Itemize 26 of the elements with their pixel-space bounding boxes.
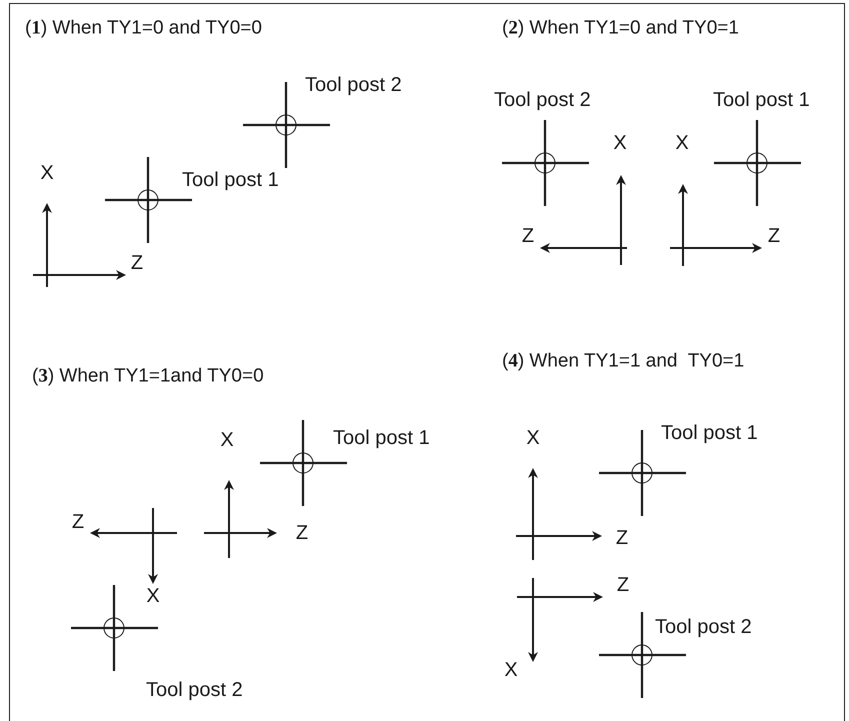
- axis-label: X: [675, 132, 689, 154]
- axis-label: Z: [616, 574, 630, 596]
- case-heading: (4) When TY1=1 and TY0=1: [502, 352, 744, 372]
- axis-label: X: [146, 585, 160, 607]
- axis-label: Z: [522, 225, 534, 247]
- axis-label: X: [526, 427, 540, 449]
- case-heading: (3) When TY1=1and TY0=0: [32, 366, 264, 388]
- axis-label: Z: [296, 522, 308, 544]
- axis-label: Tool post 1: [713, 89, 810, 111]
- case-heading: (1) When TY1=0 and TY0=0: [25, 18, 262, 40]
- axis-label: Z: [72, 511, 84, 533]
- axis-label: Z: [616, 527, 628, 549]
- axis-label: Tool post 2: [494, 89, 591, 111]
- axis-label: Tool post 2: [146, 679, 243, 701]
- axis-label: Tool post 1: [333, 427, 430, 449]
- axis-label: X: [504, 659, 518, 681]
- axis-label: Z: [768, 225, 780, 247]
- axis-label: X: [613, 132, 627, 154]
- axis-label: Tool post 1: [661, 422, 758, 444]
- case-heading: (2) When TY1=0 and TY0=1: [502, 18, 739, 40]
- axis-label: Tool post 2: [655, 616, 752, 638]
- axis-label: Tool post 1: [182, 169, 279, 191]
- axis-label: Z: [130, 252, 144, 274]
- axis-label: X: [40, 162, 54, 184]
- axis-label: Tool post 2: [305, 74, 402, 96]
- axis-label: X: [220, 429, 234, 451]
